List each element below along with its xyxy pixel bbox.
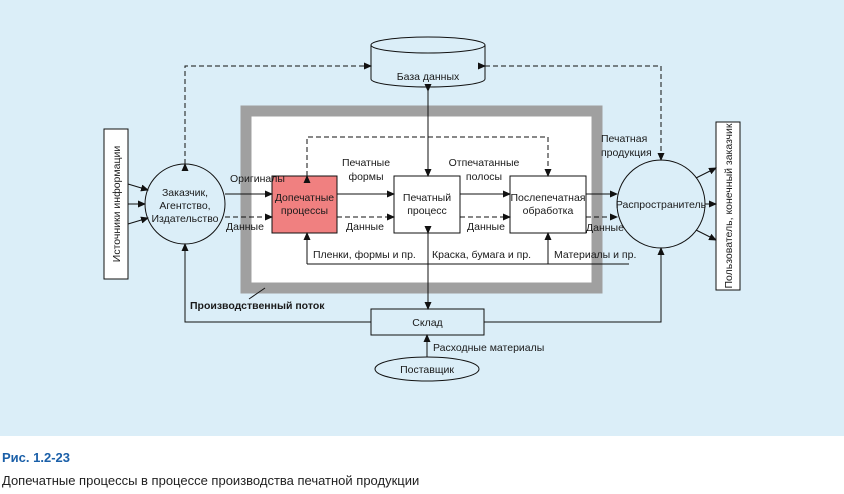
supplier-label: Поставщик — [400, 364, 454, 376]
warehouse-node: Склад — [370, 308, 485, 336]
press-node: Печатный процесс — [393, 175, 461, 234]
sources-node: Источники информации — [103, 128, 129, 280]
label-printed-product-2: продукция — [601, 147, 652, 159]
customer-label-3: Издательство — [151, 213, 218, 225]
customer-label-1: Заказчик, — [162, 187, 208, 199]
enduser-label: Пользователь, конечный заказчик — [723, 123, 735, 288]
label-data-1: Данные — [226, 221, 264, 233]
label-consumables: Расходные материалы — [433, 342, 544, 354]
sources-label: Источники информации — [111, 146, 123, 263]
distributor-enduser-3 — [695, 229, 717, 241]
sources-customer-3 — [127, 216, 149, 225]
label-data-3: Данные — [467, 221, 505, 233]
label-printing-plates-2: формы — [348, 171, 383, 183]
figure-caption: Допечатные процессы в процессе производс… — [2, 473, 420, 488]
warehouse-label: Склад — [412, 317, 442, 329]
label-materials: Материалы и пр. — [554, 249, 636, 261]
distributor-node: Распространитель — [616, 159, 707, 249]
customer-node: Заказчик, Агентство, Издательство — [144, 163, 226, 245]
distributor-enduser-1 — [695, 167, 717, 179]
postpress-label-2: обработка — [523, 205, 574, 217]
label-printed-product-1: Печатная — [601, 133, 647, 145]
process-diagram: База данных Источники информации Заказчи… — [103, 36, 741, 382]
sources-customer-1 — [127, 183, 149, 192]
label-data-2: Данные — [346, 221, 384, 233]
label-data-4: Данные — [586, 222, 624, 234]
label-printed-sheets-2: полосы — [466, 171, 502, 183]
database-label: База данных — [397, 71, 460, 83]
enduser-node: Пользователь, конечный заказчик — [715, 121, 741, 291]
distributor-label: Распространитель — [616, 199, 707, 211]
label-ink-paper: Краска, бумага и пр. — [432, 249, 531, 261]
customer-label-2: Агентство, — [159, 200, 210, 212]
connector-feedback-loop — [303, 136, 552, 183]
figure-number: Рис. 1.2-23 — [2, 450, 70, 465]
connector-customer-database — [181, 62, 372, 171]
label-originals: Оригиналы — [230, 173, 285, 185]
connector-warehouse-customer — [181, 243, 371, 323]
postpress-label-1: Послепечатная — [511, 192, 586, 204]
database-node: База данных — [370, 36, 486, 88]
postpress-node: Послепечатная обработка — [509, 175, 587, 234]
prepress-label-2: процессы — [281, 205, 328, 217]
label-production-flow: Производственный поток — [190, 300, 325, 312]
prepress-label-1: Допечатные — [275, 192, 334, 204]
connector-database-distributor — [478, 62, 665, 161]
press-label-1: Печатный — [403, 192, 451, 204]
press-label-2: процесс — [407, 205, 447, 217]
label-films-plates: Пленки, формы и пр. — [313, 249, 416, 261]
supplier-node: Поставщик — [374, 356, 480, 382]
prepress-node: Допечатные процессы — [271, 175, 338, 234]
production-flow-pointer — [248, 287, 266, 300]
label-printing-plates-1: Печатные — [342, 157, 390, 169]
connector-warehouse-distributor — [484, 247, 665, 323]
label-printed-sheets-1: Отпечатанные — [449, 157, 520, 169]
